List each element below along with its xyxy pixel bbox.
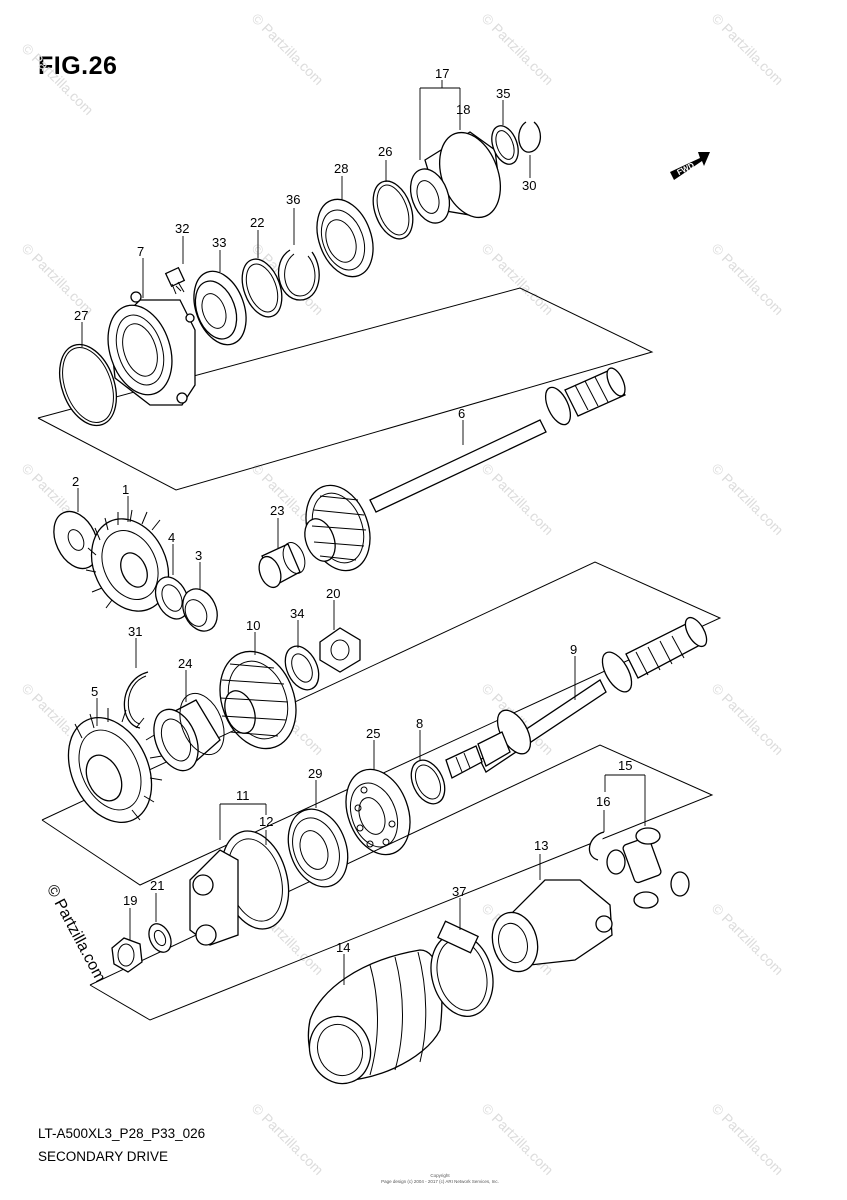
- part-7-bearing-housing: [107, 291, 196, 406]
- fwd-arrow-icon: FWD: [670, 152, 710, 180]
- part-16-circlip: [588, 831, 605, 861]
- part-6-output-shaft: [304, 367, 626, 572]
- callout-28: 28: [334, 161, 348, 176]
- part-3-nut: [182, 588, 218, 632]
- part-30-circlip: [518, 121, 541, 153]
- part-19-nut: [111, 937, 143, 973]
- callout-32: 32: [175, 221, 189, 236]
- callout-37: 37: [452, 884, 466, 899]
- callout-21: 21: [150, 878, 164, 893]
- part-1-bevel-gear: [85, 509, 170, 612]
- part-10-gear: [219, 650, 297, 750]
- upper-shaft-group: [37, 121, 654, 589]
- callout-2: 2: [72, 474, 79, 489]
- callout-18: 18: [456, 102, 470, 117]
- part-2-shim: [53, 510, 99, 570]
- callout-4: 4: [168, 530, 175, 545]
- callout-29: 29: [308, 766, 322, 781]
- callout-17: 17: [435, 66, 449, 81]
- part-21-washer: [148, 923, 172, 953]
- callout-19: 19: [123, 893, 137, 908]
- callout-10: 10: [246, 618, 260, 633]
- part-9-input-shaft: [445, 616, 708, 779]
- part-36-circlip: [277, 249, 320, 301]
- callout-3: 3: [195, 548, 202, 563]
- middle-shaft-group: [41, 561, 722, 886]
- callout-27: 27: [74, 308, 88, 323]
- callout-31: 31: [128, 624, 142, 639]
- part-18-coupling: [409, 131, 501, 224]
- part-24-roller-bearing: [153, 692, 225, 772]
- part-33-bearing: [193, 270, 247, 346]
- figure-title: FIG.26: [38, 52, 118, 80]
- callout-15: 15: [618, 758, 632, 773]
- callout-36: 36: [286, 192, 300, 207]
- callout-13: 13: [534, 838, 548, 853]
- callout-7: 7: [137, 244, 144, 259]
- part-27-o-ring: [59, 343, 117, 427]
- part-12-yoke-flange: [189, 830, 290, 946]
- callout-22: 22: [250, 215, 264, 230]
- callout-8: 8: [416, 716, 423, 731]
- callout-16: 16: [596, 794, 610, 809]
- part-34-washer: [284, 645, 320, 691]
- part-22-shim: [241, 258, 283, 318]
- part-13-yoke: [491, 879, 613, 973]
- part-14-rubber-boot: [307, 949, 443, 1085]
- lower-joint-group: [89, 744, 714, 1085]
- callout-11: 11: [236, 788, 250, 803]
- diagram-section-name: SECONDARY DRIVE: [38, 1149, 169, 1164]
- callout-30: 30: [522, 178, 536, 193]
- bevel-gear-group: [53, 509, 218, 632]
- part-29-oil-seal: [287, 808, 349, 888]
- callout-25: 25: [366, 726, 380, 741]
- part-31-circlip: [123, 671, 149, 729]
- part-5-bevel-gear: [67, 708, 163, 824]
- callout-14: 14: [336, 940, 350, 955]
- callout-1: 1: [122, 482, 129, 497]
- part-20-nut: [319, 627, 361, 673]
- callout-labels: 17 18 35 30 26 28 36 22 33 32 7 27 6 2 1…: [72, 66, 632, 955]
- callout-26: 26: [378, 144, 392, 159]
- part-8-o-ring: [410, 759, 446, 805]
- part-15-universal-joint-cross: [606, 827, 690, 909]
- part-25-ball-bearing: [345, 768, 411, 856]
- callout-9: 9: [570, 642, 577, 657]
- callout-34: 34: [290, 606, 304, 621]
- part-26-o-ring: [372, 180, 414, 240]
- copyright-line: Page design (c) 2004 - 2017 (c) ARI Netw…: [381, 1178, 499, 1184]
- callout-5: 5: [91, 684, 98, 699]
- callout-23: 23: [270, 503, 284, 518]
- part-35-washer: [491, 125, 519, 165]
- copyright-notice: Copyright Page design (c) 2004 - 2017 (c…: [370, 1173, 510, 1184]
- callout-35: 35: [496, 86, 510, 101]
- callout-20: 20: [326, 586, 340, 601]
- part-37-boot-clamp: [430, 920, 494, 1017]
- copyright-line: Copyright: [430, 1173, 450, 1178]
- part-23-needle-bearing: [258, 542, 306, 589]
- leader-lines: [77, 80, 646, 985]
- part-28-oil-seal: [316, 198, 374, 278]
- callout-33: 33: [212, 235, 226, 250]
- callout-24: 24: [178, 656, 192, 671]
- diagram-reference-code: LT-A500XL3_P28_P33_026: [38, 1126, 206, 1141]
- callout-12: 12: [259, 814, 273, 829]
- callout-6: 6: [458, 406, 465, 421]
- part-32-bolt: [164, 266, 186, 295]
